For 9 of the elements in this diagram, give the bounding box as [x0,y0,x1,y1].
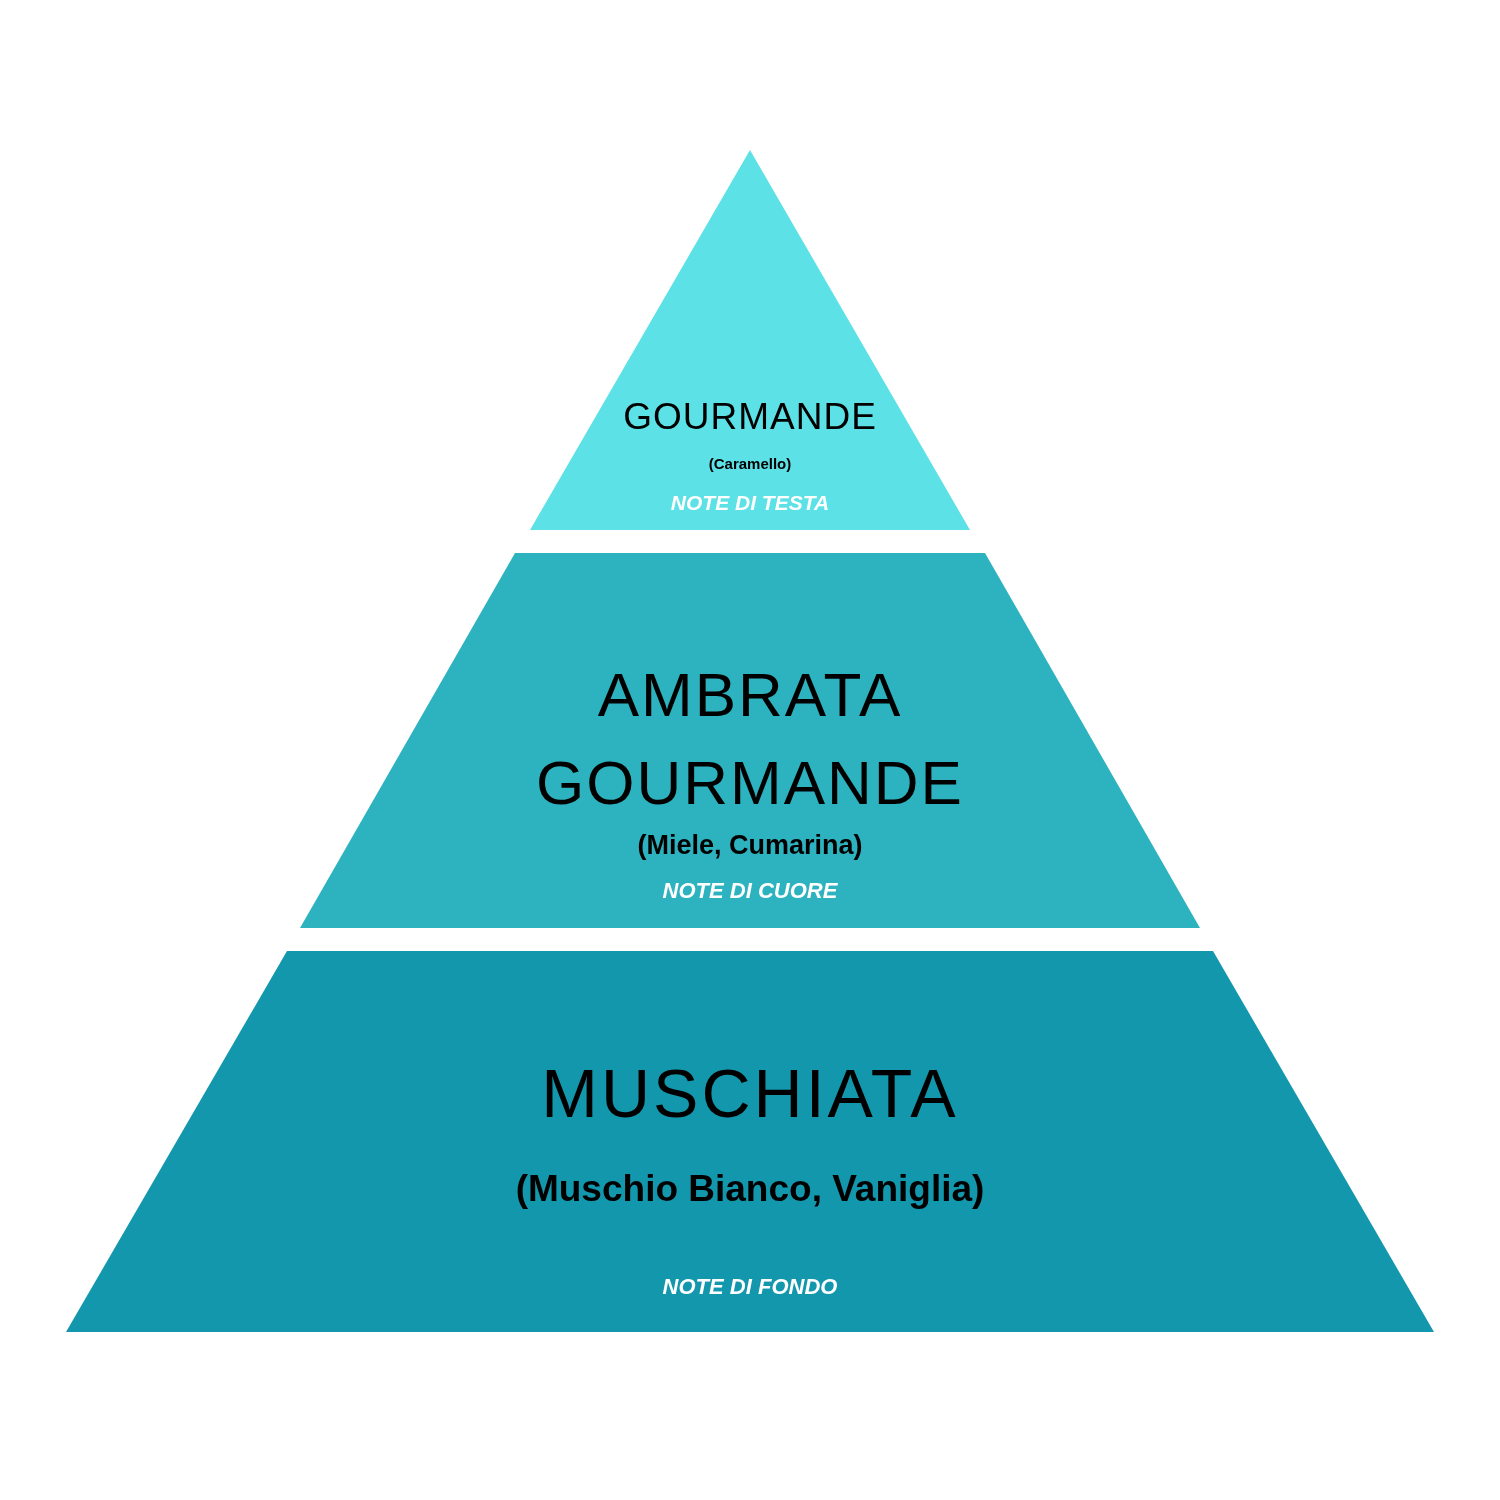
note-label: NOTE DI TESTA [670,490,830,516]
ingredient-list: (Caramello) [708,455,792,473]
tier-title: AMBRATA GOURMANDE [535,659,965,819]
tier-title: MUSCHIATA [541,1054,959,1133]
ingredient-list: (Miele, Cumarina) [637,829,863,861]
tier-title: GOURMANDE [623,395,877,439]
ingredient-list: (Muschio Bianco, Vaniglia) [515,1167,985,1211]
note-label: NOTE DI CUORE [662,877,838,905]
note-label: NOTE DI FONDO [662,1273,838,1301]
